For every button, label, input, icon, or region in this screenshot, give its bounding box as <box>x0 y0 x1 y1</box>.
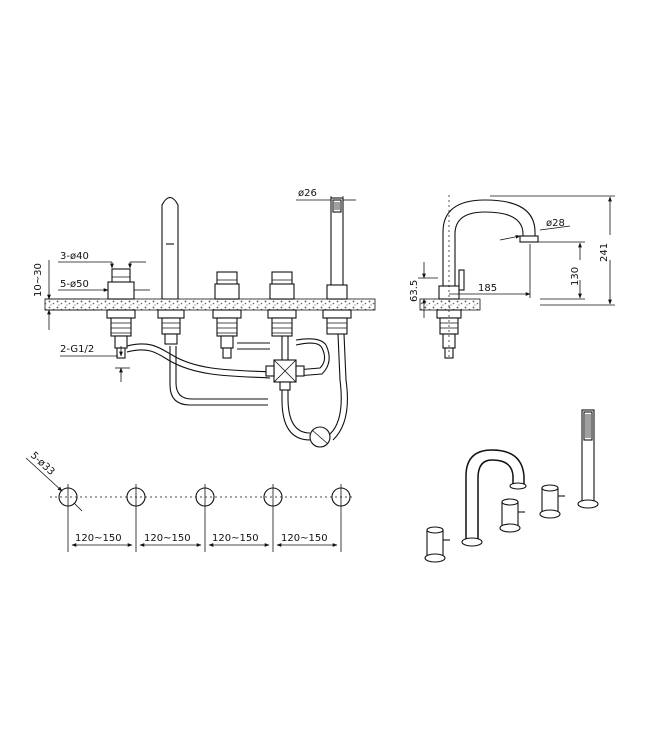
dim-base-height: 63.5 <box>409 262 438 318</box>
valve-body-2 <box>212 271 242 359</box>
label-total-height: 241 <box>599 243 610 262</box>
perspective-spout <box>465 449 525 540</box>
dim-handshower-dia: ø26 <box>296 188 356 204</box>
perspective-valve-1 <box>424 526 450 563</box>
perspective-valve-3 <box>539 484 565 519</box>
hoses <box>126 333 348 441</box>
dim-total-height: 241 <box>490 195 615 306</box>
dim-spout-height: 130 <box>538 241 585 300</box>
hole-layout: 5-ø33 120~150 120~150 120~150 120~150 <box>25 450 352 552</box>
dim-thread: 2-G1/2 <box>60 344 130 382</box>
spout-front <box>157 196 185 345</box>
label-base-height: 63.5 <box>409 280 420 302</box>
front-view: 10~30 3-ø40 5-ø50 2-G1/2 <box>33 188 376 448</box>
perspective-view <box>424 409 599 563</box>
dim-handle-dia: 3-ø40 <box>58 251 146 269</box>
label-spacing-4: 120~150 <box>281 533 328 544</box>
label-handshower-dia: ø26 <box>298 188 317 199</box>
dim-hole-spacing: 120~150 120~150 120~150 120~150 <box>67 510 342 552</box>
dim-spout-dia: ø28 <box>499 218 571 241</box>
deck-surface <box>44 298 376 311</box>
side-deck-surface <box>419 298 481 311</box>
label-spacing-3: 120~150 <box>212 533 259 544</box>
label-spout-dia: ø28 <box>546 218 565 229</box>
label-spacing-2: 120~150 <box>144 533 191 544</box>
label-spacing-1: 120~150 <box>75 533 122 544</box>
label-base-dia: 5-ø50 <box>60 279 89 290</box>
dim-reach: 185 <box>449 244 531 298</box>
label-thread: 2-G1/2 <box>60 344 94 355</box>
perspective-valve-2 <box>499 498 525 533</box>
label-height-range: 10~30 <box>33 263 44 297</box>
valve-body-1 <box>106 268 136 359</box>
label-handle-dia: 3-ø40 <box>60 251 89 262</box>
perspective-handshower <box>577 409 599 509</box>
label-reach: 185 <box>478 283 497 294</box>
diverter-block <box>265 359 305 391</box>
dim-base-dia: 5-ø50 <box>58 279 150 292</box>
side-view: ø28 63.5 185 130 241 <box>409 195 615 360</box>
label-spout-height: 130 <box>570 267 581 286</box>
handshower-front <box>322 197 352 335</box>
valve-body-3 <box>267 271 297 337</box>
dim-height-range: 10~30 <box>33 260 100 330</box>
dim-hole-dia: 5-ø33 <box>25 450 83 512</box>
